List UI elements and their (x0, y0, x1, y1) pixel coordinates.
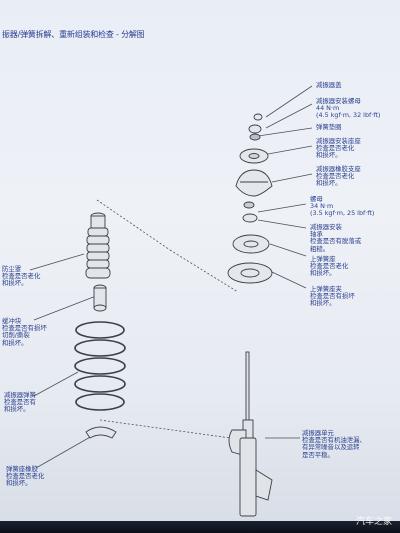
label-mount-washer: 减振器安装 轴承 检查是否有脱落或 粗糙。 (310, 223, 362, 253)
text: 44 N·m (316, 104, 340, 113)
text: (4.5 kgf·m, 32 lbf·ft) (316, 111, 381, 120)
text: 和损坏。 (316, 179, 342, 188)
text: 减振器盖 (316, 81, 342, 89)
label-coil-spring: 减振器弹簧 检查是否有 和损坏。 (4, 391, 36, 414)
text: 检查是否有损坏 (310, 292, 355, 301)
text: 检查是否老化 (310, 262, 349, 271)
label-mount-bearing: 减振器橡胶支座 检查是否老化 和损坏。 (316, 165, 361, 188)
bump-stop (93, 284, 107, 312)
text: 和损坏。 (310, 269, 336, 278)
text: 检查是否老化 (316, 172, 355, 181)
mount-nut (248, 124, 262, 134)
text: 减振器安装螺母 (316, 97, 361, 105)
text: 上弹簧座 (310, 255, 336, 263)
monitor-bezel (0, 521, 400, 533)
text: 和损坏。 (2, 338, 28, 347)
label-upper-spring-seat: 上弹簧座 检查是否老化 和损坏。 (310, 255, 349, 278)
text: 是否平稳。 (302, 450, 334, 459)
text: 和损坏。 (4, 405, 30, 414)
text: 和损坏。 (6, 479, 32, 488)
text: 减振器安装 (310, 223, 342, 231)
text: 减振器弹簧 (4, 391, 36, 399)
label-shock-cap: 减振器盖 (316, 81, 342, 89)
text: 检查是否老化 (2, 272, 41, 281)
text: 缓冲块 (2, 317, 22, 325)
text: 减振器安装座座 (316, 137, 361, 145)
label-bump-stop: 缓冲块 检查是否有损坏 切削/撕裂 和损坏。 (2, 317, 47, 347)
mount-washer (242, 213, 258, 223)
text: 弹簧垫圈 (316, 123, 342, 131)
text: 减振器单元 (302, 429, 334, 437)
damper-unit (228, 351, 273, 517)
text: 螺母 (310, 195, 323, 203)
text: 检查是否有 (4, 398, 36, 407)
shock-cap (253, 113, 263, 121)
text: 34 N·m (310, 202, 334, 211)
text: 和损坏。 (2, 279, 28, 288)
text: 检查是否有机油泄漏、 (302, 436, 366, 445)
label-damper-unit: 减振器单元 检查是否有机油泄漏、 有异常噪音以及运转 是否平稳。 (302, 429, 366, 459)
text: (3.5 kgf·m, 25 lbf·ft) (310, 209, 375, 218)
lower-spring-seat (85, 426, 117, 439)
page-title: 振器/弹簧拆解、重新组装和检查 - 分解图 (2, 30, 145, 39)
label-upper-spring-mount: 上弹簧座夹 检查是否有损坏 和损坏。 (310, 285, 355, 308)
text: 切削/撕裂 (2, 331, 30, 340)
text: 有异常噪音以及运转 (302, 443, 360, 452)
text: 检查是否老化 (316, 144, 355, 153)
dust-cover (85, 212, 111, 279)
text: 和损坏。 (310, 299, 336, 308)
spring-washer (249, 133, 261, 141)
text: 检查是否有损坏 (2, 324, 47, 333)
text: 和损坏。 (316, 151, 342, 160)
watermark: 汽车之家 (355, 517, 392, 527)
label-nut: 螺母 34 N·m (3.5 kgf·m, 25 lbf·ft) (310, 195, 375, 218)
text: 防尘罩 (2, 265, 22, 273)
text: 轴承 (310, 230, 323, 239)
label-lower-spring-seat: 弹簧座橡胶 检查是否老化 和损坏。 (6, 465, 45, 488)
text: 上弹簧座夹 (310, 285, 342, 293)
label-mount-nut: 减振器安装螺母 44 N·m (4.5 kgf·m, 32 lbf·ft) (316, 97, 381, 120)
label-upper-seat: 减振器安装座座 检查是否老化 和损坏。 (316, 137, 361, 160)
coil-spring (74, 321, 126, 411)
text: 粗糙。 (310, 244, 330, 253)
text: 检查是否有脱落或 (310, 237, 362, 246)
text: 减振器橡胶支座 (316, 165, 361, 173)
nut (243, 201, 255, 209)
label-spring-washer: 弹簧垫圈 (316, 123, 342, 131)
text: 弹簧座橡胶 (6, 465, 38, 473)
label-dust-cover: 防尘罩 检查是否老化 和损坏。 (2, 265, 41, 288)
text: 检查是否老化 (6, 472, 45, 481)
mount-bearing (235, 169, 273, 197)
